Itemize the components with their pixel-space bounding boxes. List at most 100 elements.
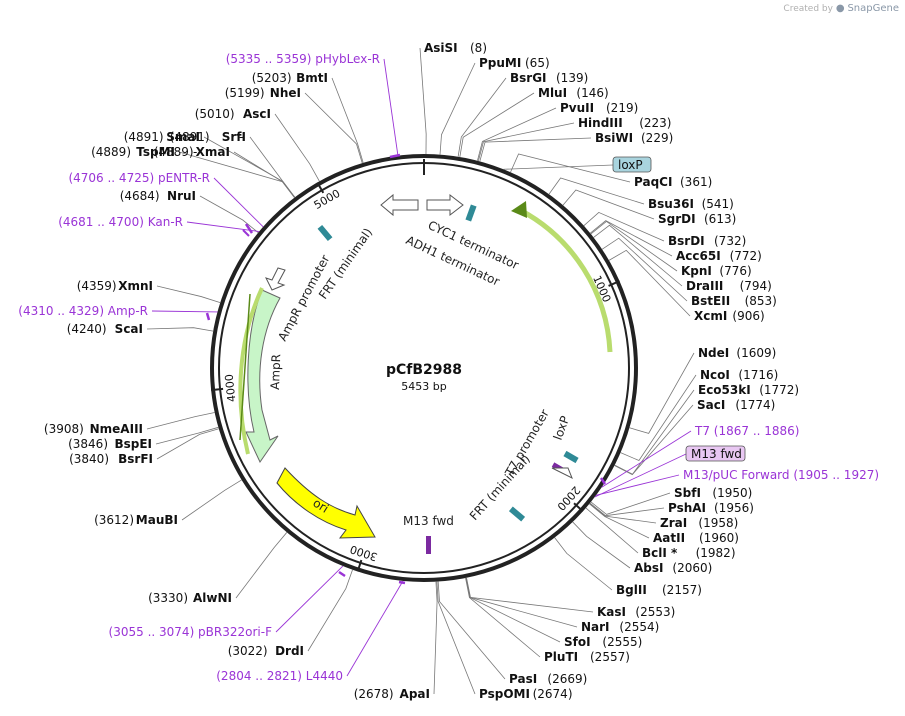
site-pos-pluti: (2557) xyxy=(590,650,630,664)
frt-minimal-bottom-marker xyxy=(508,506,526,522)
site-label-kpni: KpnI xyxy=(681,264,712,278)
site-label-hindiii: HindIII xyxy=(578,116,623,130)
plasmid-name: pCfB2988 xyxy=(386,362,462,378)
site-leader-sgrdi xyxy=(562,189,655,220)
site-pos-ndei: (1609) xyxy=(736,346,776,360)
site-pos-drdi: (3022) xyxy=(228,644,268,658)
site-pos-saci: (1774) xyxy=(735,398,775,412)
site-pos-bcli: (1982) xyxy=(696,546,736,560)
site-leader-bsrgi xyxy=(457,77,507,157)
site-pos-bglii: (2157) xyxy=(662,583,702,597)
site-leader-paqci xyxy=(510,153,631,183)
loxp-bottom-marker xyxy=(563,450,579,464)
site-leader-pvuii xyxy=(477,107,557,161)
site-label-bsteii: BstEII xyxy=(691,294,730,308)
site-leader-bspei-5 xyxy=(155,426,219,445)
primer-label-pentr-r: (4706 .. 4725) pENTR-R xyxy=(68,171,210,185)
site-leader-tspmi-11 xyxy=(178,151,295,198)
site-leader-bcli xyxy=(585,507,639,554)
site-label-tspmi: TspMI xyxy=(136,145,175,159)
site-leader-kpni xyxy=(590,220,678,272)
primer-mark-kan-r xyxy=(242,229,250,237)
site-pos-pvuii: (219) xyxy=(606,101,638,115)
boxed-leader-loxp xyxy=(503,164,614,170)
site-pos-bsiwi: (229) xyxy=(641,131,673,145)
site-label-acc65i: Acc65I xyxy=(676,249,721,263)
site-leader-pspomi xyxy=(436,581,476,695)
site-pos-ppumi: (65) xyxy=(525,56,550,70)
site-pos-scai: (4240) xyxy=(67,322,107,336)
t7-promoter-arrow xyxy=(551,467,573,480)
site-pos-paqci: (361) xyxy=(680,175,712,189)
ampr-green-arc xyxy=(238,287,264,455)
site-leader-zrai xyxy=(589,503,657,524)
site-label-nari: NarI xyxy=(581,620,610,634)
site-leader-apai-0 xyxy=(433,581,438,695)
site-pos-acc65i: (772) xyxy=(730,249,762,263)
site-label-apai: ApaI xyxy=(400,687,430,701)
site-label-srfi: SrfI xyxy=(222,130,246,144)
tick-2000 xyxy=(573,502,584,513)
plasmid-size: 5453 bp xyxy=(401,380,446,393)
primer-mark-pentr-r xyxy=(244,223,254,234)
site-leader-maubi-3 xyxy=(181,479,242,521)
site-leader-nrui-9 xyxy=(199,195,259,233)
tick-label-5000: 5000 xyxy=(312,187,343,212)
site-leader-nari xyxy=(465,577,578,628)
site-label-xmai: XmaI xyxy=(196,145,230,159)
primer-label-l4440: (2804 .. 2821) L4440 xyxy=(216,669,343,683)
primer-leader-pbr322ori-f xyxy=(275,565,344,633)
site-label-bmti: BmtI xyxy=(296,71,328,85)
site-label-smai: SmaI xyxy=(166,130,200,144)
feature-m13-fwd: M13 fwd xyxy=(403,514,454,528)
site-pos-srfi: (4891) xyxy=(170,130,210,144)
primer-label-pbr322ori-f: (3055 .. 3074) pBR322ori-F xyxy=(109,625,273,639)
primer-mark-amp-r xyxy=(205,312,211,321)
tick-4000 xyxy=(211,387,224,392)
primer-label-kan-r: (4681 .. 4700) Kan-R xyxy=(58,215,183,229)
adh1-terminator-arrow xyxy=(380,193,419,217)
site-leader-bsu36i xyxy=(548,177,645,205)
site-label-xmni: XmnI xyxy=(118,279,153,293)
site-pos-nari: (2554) xyxy=(619,620,659,634)
primer-label-amp-r: (4310 .. 4329) Amp-R xyxy=(18,304,148,318)
primer-mark-pbr322ori-f xyxy=(338,570,346,578)
site-label-bsrdi: BsrDI xyxy=(668,234,705,248)
terminator-green-arc xyxy=(518,207,613,353)
site-leader-bsrfi-4 xyxy=(156,428,219,460)
site-pos-tspmi: (4889) xyxy=(91,145,131,159)
ampr-arrow xyxy=(245,289,281,464)
site-label-sgrdi: SgrDI xyxy=(658,212,696,226)
site-leader-smai-13 xyxy=(203,136,296,198)
site-leader-draiii xyxy=(593,224,683,287)
backbone-outer xyxy=(210,154,638,582)
site-pos-bsu36i: (541) xyxy=(702,197,734,211)
leader-layer xyxy=(146,47,697,695)
site-pos-bsrdi: (732) xyxy=(714,234,746,248)
site-leader-pshai xyxy=(589,502,665,517)
site-leader-drdi-1 xyxy=(307,569,353,652)
primer-label-phyblex-r: (5335 .. 5359) pHybLex-R xyxy=(226,52,380,66)
ampr-green-arc-edge xyxy=(239,293,251,441)
primer-leader-pentr-r xyxy=(213,177,264,228)
site-leader-alwni-2 xyxy=(235,532,288,599)
site-label-zrai: ZraI xyxy=(660,516,687,530)
site-pos-eco53ki: (1772) xyxy=(759,383,799,397)
boxed-feature-loxp-box xyxy=(612,156,652,173)
site-pos-alwni: (3330) xyxy=(148,591,188,605)
site-label-nhei: NheI xyxy=(270,86,301,100)
primer-mark-l4440 xyxy=(398,580,406,585)
site-label-asisi: AsiSI xyxy=(424,41,458,55)
terminator-green-arc-head xyxy=(511,201,527,218)
site-pos-kasi: (2553) xyxy=(635,605,675,619)
m13-fwd-marker xyxy=(426,536,431,554)
site-dash-0: - xyxy=(239,130,243,144)
site-label-drdi: DrdI xyxy=(275,644,304,658)
site-leader-aatii xyxy=(589,503,650,539)
site-pos-absi: (2060) xyxy=(672,561,712,575)
credit-brand: SnapGene xyxy=(847,3,899,14)
primer-leader-t7 xyxy=(601,430,692,488)
site-pos-draiii: (794) xyxy=(740,279,772,293)
site-leader-bsteii xyxy=(601,237,688,302)
